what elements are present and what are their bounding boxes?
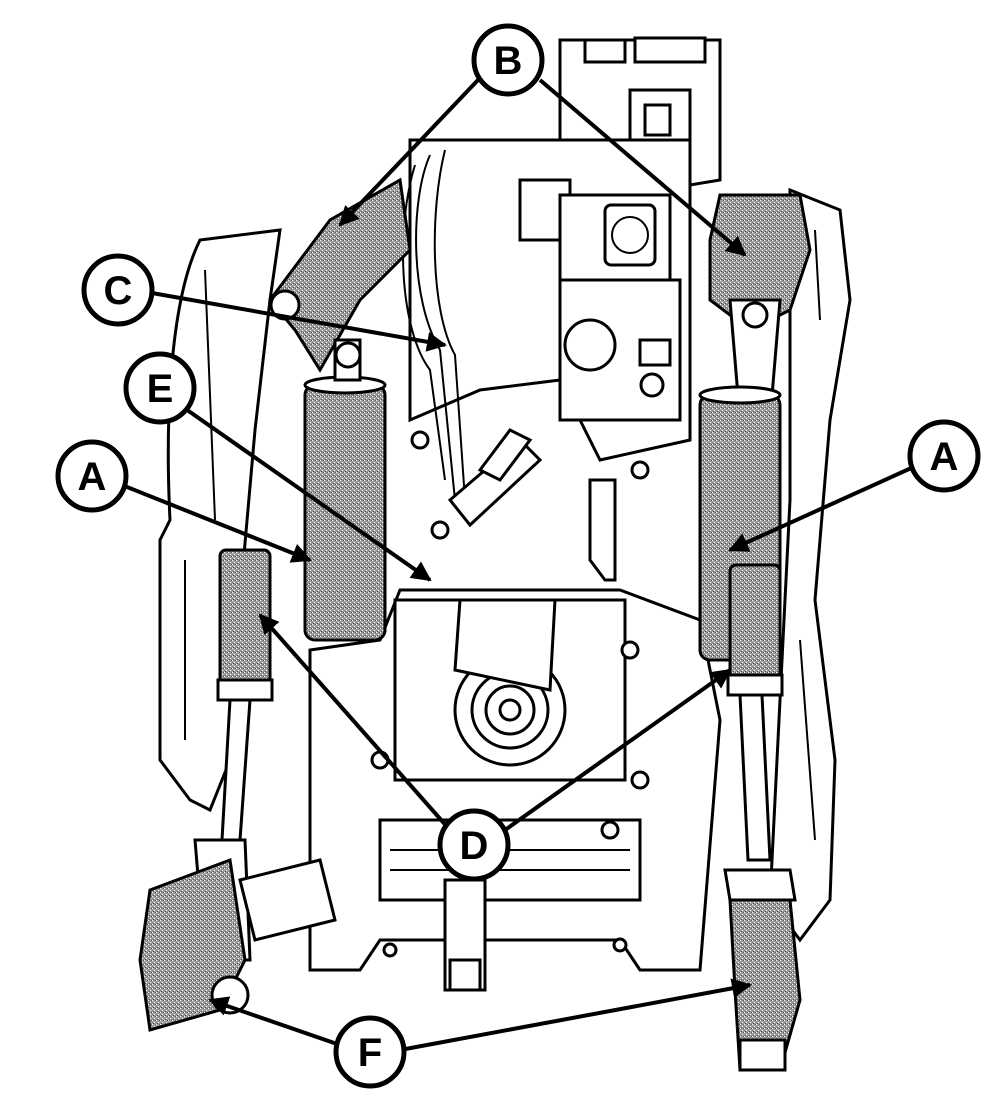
leader-a-left <box>121 483 312 563</box>
lift-rod-right <box>726 563 784 862</box>
hydraulic-cylinder-left <box>303 338 387 642</box>
callout-a-left-letter: A <box>78 455 107 499</box>
callout-f: F <box>333 1015 407 1089</box>
leader-f-right <box>399 978 752 1052</box>
callout-f-letter: F <box>358 1031 382 1075</box>
callout-c: C <box>81 253 155 327</box>
callout-c-letter: C <box>104 269 133 313</box>
chassis <box>158 36 852 992</box>
leader-c <box>151 291 447 352</box>
leader-b-left <box>338 78 480 227</box>
callout-d-letter: D <box>460 824 489 868</box>
leader-d-left <box>258 613 452 832</box>
callout-d: D <box>437 808 511 882</box>
leader-f-left <box>208 996 341 1047</box>
callout-a-left: A <box>55 439 129 513</box>
callout-a-right-letter: A <box>930 435 959 479</box>
leader-lines <box>121 78 919 1052</box>
callout-b: B <box>471 23 545 97</box>
leader-b-right <box>538 78 747 257</box>
callout-e: E <box>123 351 197 425</box>
leader-d-right <box>503 668 732 832</box>
lower-link-right <box>723 868 802 1072</box>
leader-e <box>178 403 432 582</box>
leader-a-right <box>728 463 919 552</box>
callout-e-letter: E <box>147 367 174 411</box>
callout-a-right: A <box>907 419 981 493</box>
callout-b-letter: B <box>494 39 523 83</box>
